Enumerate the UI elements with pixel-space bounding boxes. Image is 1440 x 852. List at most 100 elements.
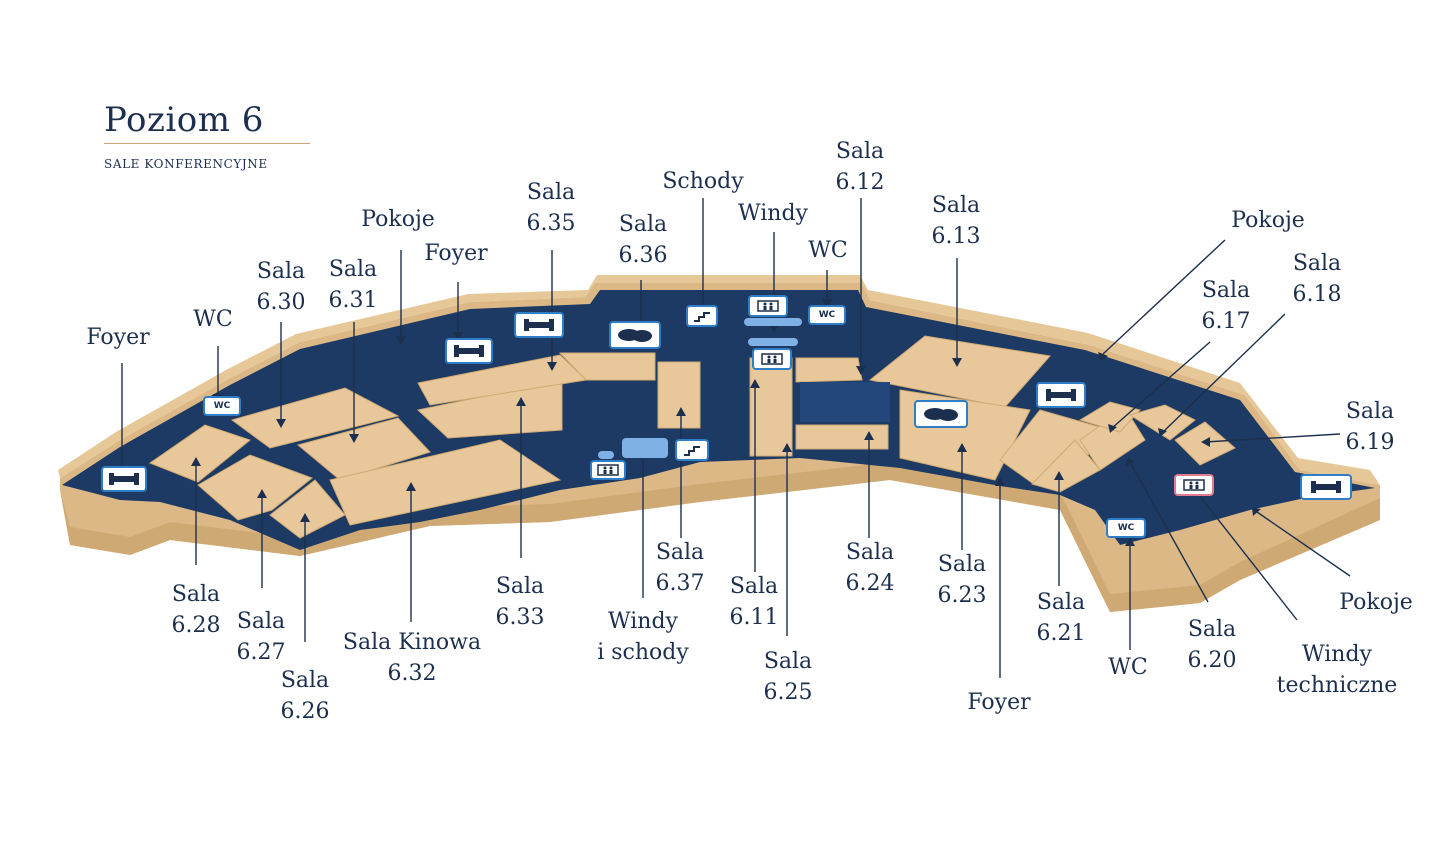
technical-elevator-icon — [1174, 474, 1214, 496]
stairs-icon — [694, 312, 710, 322]
label-line: 6.23 — [937, 583, 987, 608]
label-sala-kinowa[interactable]: Sala Kinowa 6.32 — [343, 627, 481, 689]
label-line: 6.12 — [835, 170, 885, 195]
label-line: 6.36 — [618, 243, 668, 268]
room-6-31 — [296, 417, 431, 481]
label-line: Sala — [1345, 399, 1395, 424]
speech-bubbles-icon — [924, 408, 958, 421]
label-foyer-top[interactable]: Foyer — [424, 238, 487, 269]
label-sala-6-24[interactable]: Sala 6.24 — [846, 537, 895, 599]
label-line: 6.20 — [1187, 648, 1237, 673]
label-line: Sala — [256, 259, 306, 284]
room-6-36 — [558, 352, 656, 381]
label-line: Sala — [495, 574, 545, 599]
label-line: Foyer — [967, 690, 1031, 715]
label-line: Sala — [1036, 590, 1086, 615]
wc-icon-label: WC — [1117, 523, 1135, 533]
label-line: Sala — [835, 139, 885, 164]
room-6-37 — [657, 361, 701, 429]
label-line: Foyer — [86, 325, 150, 350]
label-line: Sala — [931, 193, 981, 218]
speech-bubbles-icon — [618, 329, 652, 342]
label-line: Sala — [845, 540, 895, 565]
label-line: Sala — [1187, 617, 1237, 642]
label-sala-6-31[interactable]: Sala 6.31 — [329, 254, 378, 316]
stairs-icon — [686, 305, 718, 327]
label-foyer-bottom[interactable]: Foyer — [967, 687, 1030, 718]
label-line: 6.13 — [931, 224, 981, 249]
label-sala-6-33[interactable]: Sala 6.33 — [496, 571, 545, 633]
wc-icon-label: WC — [213, 401, 231, 411]
label-line: Pokoje — [361, 207, 435, 232]
label-wc-top[interactable]: WC — [808, 235, 847, 266]
label-windy[interactable]: Windy — [738, 198, 808, 229]
stairs-icon — [675, 439, 709, 461]
label-line: Sala Kinowa — [342, 630, 482, 655]
label-line: Windy — [608, 609, 678, 634]
label-schody[interactable]: Schody — [662, 166, 743, 197]
label-line: Sala — [618, 212, 668, 237]
label-pokoje-left[interactable]: Pokoje — [361, 204, 435, 235]
label-sala-6-20[interactable]: Sala 6.20 — [1188, 614, 1237, 676]
label-line: 6.32 — [387, 661, 437, 686]
elevator-icon — [757, 300, 779, 312]
label-sala-6-37[interactable]: Sala 6.37 — [656, 537, 705, 599]
label-pokoje-right[interactable]: Pokoje — [1231, 205, 1305, 236]
room-6-28 — [148, 424, 252, 483]
speech-bubbles-icon — [914, 400, 968, 428]
label-line: Sala — [526, 180, 576, 205]
wc-icon-label: WC — [818, 310, 836, 320]
room-6-27 — [197, 454, 314, 521]
label-line: Sala — [655, 540, 705, 565]
label-line: Sala — [171, 582, 221, 607]
elevator-icon — [597, 464, 619, 476]
wc-icon: WC — [808, 305, 846, 325]
label-windy-techniczne[interactable]: Windy techniczne — [1277, 639, 1398, 701]
speech-bubbles-icon — [609, 321, 661, 349]
room-6-17 — [1078, 401, 1141, 433]
label-sala-6-13[interactable]: Sala 6.13 — [932, 190, 981, 252]
room-6-30 — [230, 387, 400, 449]
elevator-landing-marker — [748, 338, 798, 346]
wc-icon: WC — [1106, 518, 1146, 538]
label-line: techniczne — [1276, 673, 1398, 698]
label-line: 6.37 — [655, 571, 705, 596]
elevator-landing-marker — [598, 451, 614, 459]
label-pokoje-bottom[interactable]: Pokoje — [1339, 587, 1413, 618]
label-line: 6.27 — [236, 640, 286, 665]
label-sala-6-36[interactable]: Sala 6.36 — [619, 209, 668, 271]
label-line: 6.31 — [328, 288, 378, 313]
label-sala-6-30[interactable]: Sala 6.30 — [257, 256, 306, 318]
label-sala-6-12[interactable]: Sala 6.12 — [836, 136, 885, 198]
sofa-icon — [1311, 481, 1341, 493]
stairs-icon — [684, 446, 700, 456]
label-foyer-left[interactable]: Foyer — [86, 322, 149, 353]
label-line: 6.24 — [845, 571, 895, 596]
page-subtitle: SALE KONFERENCYJNE — [104, 157, 268, 171]
label-line: Windy — [1302, 642, 1372, 667]
sofa-icon — [109, 473, 139, 485]
label-wc-bottom[interactable]: WC — [1108, 652, 1147, 683]
label-line: 6.33 — [495, 605, 545, 630]
sofa-icon — [1036, 382, 1086, 408]
label-line: Sala — [328, 257, 378, 282]
label-wc-left[interactable]: WC — [193, 304, 232, 335]
label-line: 6.18 — [1292, 282, 1342, 307]
room-6-26 — [269, 479, 346, 539]
label-line: Sala — [763, 649, 813, 674]
label-line: 6.17 — [1201, 309, 1251, 334]
label-line: 6.30 — [256, 290, 306, 315]
room-6-32 — [329, 439, 562, 526]
